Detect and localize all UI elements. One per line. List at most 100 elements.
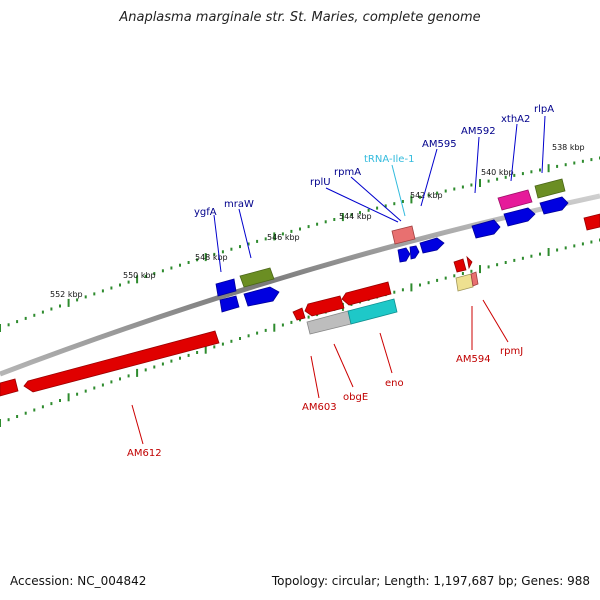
label-AM603: AM603 <box>302 402 337 413</box>
inner-tick-track-major-tick <box>0 419 1 427</box>
inner-tick-track-tick <box>256 331 259 335</box>
inner-tick-track-tick <box>401 288 404 292</box>
outer-tick-track-tick <box>436 191 439 195</box>
inner-tick-track-tick <box>59 399 61 402</box>
inner-tick-track-tick <box>196 351 199 354</box>
outer-tick-track-tick <box>119 283 121 287</box>
outer-tick-track-tick <box>93 292 96 296</box>
outer-tick-track-tick <box>187 261 190 264</box>
inner-tick-track-tick <box>470 269 473 273</box>
outer-tick-track-tick <box>590 158 593 162</box>
label-AM594: AM594 <box>456 354 491 365</box>
outer-tick-track-tick <box>144 274 147 278</box>
gene-mraW[interactable] <box>239 267 275 288</box>
outer-tick-track-tick <box>50 307 53 311</box>
inner-tick-track-tick <box>110 380 113 384</box>
outer-tick-track-tick <box>453 187 456 191</box>
reverse-gene-labels: AM612 AM603 obgE eno AM594 rpmJ <box>127 346 523 459</box>
outer-tick-track-tick <box>247 242 250 246</box>
outer-tick-track-tick <box>359 211 361 215</box>
gene-AM595-a[interactable] <box>397 247 411 263</box>
gene-AM612[interactable] <box>23 330 220 393</box>
gene-AM595-b[interactable] <box>409 245 420 260</box>
outer-tick-track-tick <box>281 232 284 236</box>
outer-tick-track-major-tick <box>67 298 70 307</box>
gene-rlpA[interactable] <box>534 178 566 199</box>
inner-tick-track-tick <box>41 405 44 409</box>
inner-tick-track-tick <box>436 278 439 282</box>
gene-AM594-b[interactable] <box>466 255 473 270</box>
inner-tick-track-major-tick <box>547 248 550 256</box>
outer-tick-track-major-tick <box>410 195 413 204</box>
gene-left-edge[interactable] <box>0 378 19 397</box>
inner-tick-track-tick <box>93 386 96 390</box>
gene-rpmJ[interactable] <box>470 271 479 287</box>
outer-tick-track-tick <box>161 269 164 273</box>
gene-trna-ile[interactable] <box>391 225 416 245</box>
inner-tick-track-tick <box>530 254 533 258</box>
outer-tick-track-tick <box>290 229 293 233</box>
inner-tick-track-tick <box>170 359 173 363</box>
outer-tick-track-tick <box>444 189 447 193</box>
outer-tick-track-tick <box>324 220 327 224</box>
inner-tick-track-tick <box>573 244 576 248</box>
outer-tick-track-tick <box>76 298 79 302</box>
gene-mraW-2[interactable] <box>243 286 280 307</box>
inner-tick-track-major-tick <box>479 265 481 274</box>
outer-tick-track-tick <box>581 159 584 163</box>
inner-tick-track-tick <box>239 337 241 340</box>
gene-AM594[interactable] <box>455 273 474 292</box>
gene-ygfA-2[interactable] <box>219 295 240 313</box>
outer-tick-track-major-tick <box>136 275 139 284</box>
forward-gene-labels: ygfA mraW rplU rpmA AM595 AM592 xthA2 rl… <box>194 104 554 218</box>
inner-tick-track-tick <box>16 415 19 418</box>
outer-tick-track-major-tick <box>341 213 344 222</box>
gene-AM594-a[interactable] <box>453 258 467 273</box>
inner-tick-track-tick <box>161 362 164 366</box>
outer-tick-track-major-tick <box>547 164 550 173</box>
outer-tick-track-tick <box>333 218 336 221</box>
outer-tick-track-tick <box>419 195 421 199</box>
gene-ygfA[interactable] <box>215 278 237 297</box>
kbp-label-544: 544 kbp <box>339 212 372 221</box>
outer-tick-track-tick <box>41 310 44 314</box>
outer-tick-track-major-tick <box>479 179 481 187</box>
gene-AM603-small[interactable] <box>292 307 306 321</box>
outer-tick-track-tick <box>16 320 19 324</box>
inner-tick-track-tick <box>119 377 121 381</box>
kbp-label-542: 542 kbp <box>410 191 443 200</box>
gene-obgE[interactable] <box>341 281 392 306</box>
gene-xthA2-blue[interactable] <box>503 207 536 227</box>
outer-tick-track-tick <box>496 177 499 181</box>
outer-tick-track-tick <box>504 175 507 179</box>
outer-tick-track-tick <box>213 252 216 256</box>
outer-tick-track-tick <box>350 213 353 217</box>
outer-tick-track-tick <box>564 163 567 167</box>
outer-tick-track-tick <box>84 295 87 299</box>
outer-tick-track-tick <box>461 185 464 189</box>
gene-AM595-c[interactable] <box>419 237 445 254</box>
outer-tick-track-tick <box>196 258 199 262</box>
outer-tick-track-tick <box>307 225 310 229</box>
inner-tick-track-tick <box>393 290 396 294</box>
inner-tick-track-major-tick <box>273 323 276 332</box>
gene-right-edge[interactable] <box>583 213 600 231</box>
inner-tick-track-tick <box>496 263 499 267</box>
inner-tick-track-major-tick <box>204 345 207 354</box>
outer-tick-track-tick <box>33 313 36 317</box>
gene-AM603[interactable] <box>304 295 345 317</box>
gene-eno[interactable] <box>347 298 398 325</box>
inner-tick-track-tick <box>539 252 541 256</box>
inner-tick-track-tick <box>33 408 36 412</box>
outer-tick-track-tick <box>59 304 61 308</box>
label-mraW: mraW <box>224 199 254 210</box>
outer-tick-track-tick <box>393 202 396 206</box>
gene-AM592[interactable] <box>471 219 501 239</box>
genome-summary: Topology: circular; Length: 1,197,687 bp… <box>271 574 590 588</box>
gene-xthA2[interactable] <box>497 189 533 211</box>
inner-tick-track-tick <box>521 256 524 260</box>
outer-tick-track-tick <box>539 168 541 172</box>
label-ygfA: ygfA <box>194 207 217 218</box>
outer-tick-track-tick <box>487 179 490 183</box>
gene-rlpA-blue[interactable] <box>539 196 569 215</box>
